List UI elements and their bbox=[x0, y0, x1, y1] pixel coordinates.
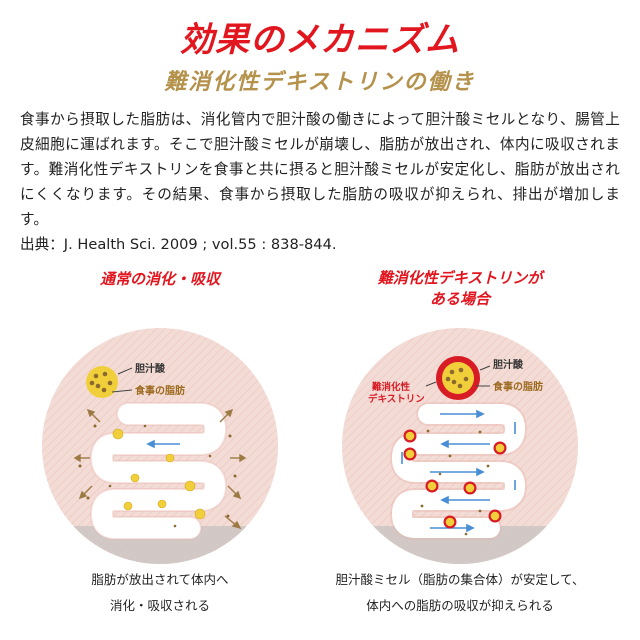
description-paragraph: 食事から摂取した脂肪は、消化管内で胆汁酸の働きによって胆汁酸ミセルとなり、腸管上… bbox=[20, 111, 620, 228]
normal-digestion-heading: 通常の消化・吸収 bbox=[99, 270, 220, 288]
normal-caption-line-2: 消化・吸収される bbox=[109, 598, 210, 613]
dextrin-caption-line-2: 体内への脂肪の吸収が抑えられる bbox=[366, 598, 554, 613]
dextrin-label-line-1: 難消化性 bbox=[371, 381, 411, 393]
released-fat-dots bbox=[112, 428, 206, 520]
fat-particles bbox=[420, 429, 490, 536]
bile-acid-label: 胆汁酸 bbox=[135, 362, 166, 375]
page-title: 効果のメカニズム bbox=[180, 20, 460, 60]
page-subtitle: 難消化性デキストリンの働き bbox=[164, 70, 476, 95]
stabilized-micelle bbox=[436, 356, 480, 400]
dextrin-illustration: 胆汁酸 食事の脂肪 難消化性 デキストリン bbox=[342, 328, 578, 564]
dextrin-caption-line-1: 胆汁酸ミセル（脂肪の集合体）が安定して、 bbox=[335, 572, 585, 587]
source-citation: 出典：J. Health Sci. 2009 ; vol.55 : 838-84… bbox=[20, 236, 337, 253]
absorption-arrows bbox=[73, 408, 247, 530]
dextrin-heading: 難消化性デキストリンが ある場合 bbox=[340, 268, 580, 310]
dextrin-heading-line-2: ある場合 bbox=[429, 290, 490, 308]
normal-digestion-illustration: 胆汁酸 食事の脂肪 bbox=[42, 328, 278, 564]
flow-arrows bbox=[146, 439, 180, 449]
dietary-fat-label: 食事の脂肪 bbox=[134, 384, 185, 397]
normal-caption-line-1: 脂肪が放出されて体内へ bbox=[91, 572, 229, 587]
flow-arrows bbox=[401, 409, 516, 533]
dietary-fat-label: 食事の脂肪 bbox=[492, 380, 543, 393]
dextrin-caption: 胆汁酸ミセル（脂肪の集合体）が安定して、 体内への脂肪の吸収が抑えられる bbox=[305, 567, 615, 619]
dextrin-heading-line-1: 難消化性デキストリンが bbox=[377, 269, 543, 287]
dextrin-diagram: 胆汁酸 食事の脂肪 難消化性 デキストリン bbox=[340, 326, 580, 566]
bile-acid-label: 胆汁酸 bbox=[493, 358, 524, 371]
dextrin-label-line-2: デキストリン bbox=[368, 393, 425, 405]
bile-acid-micelle bbox=[86, 366, 118, 398]
normal-digestion-caption: 脂肪が放出されて体内へ 消化・吸収される bbox=[40, 567, 280, 619]
micelles-in-intestine bbox=[403, 429, 507, 529]
normal-digestion-diagram: 胆汁酸 食事の脂肪 bbox=[40, 326, 280, 566]
fat-particles bbox=[78, 424, 237, 528]
